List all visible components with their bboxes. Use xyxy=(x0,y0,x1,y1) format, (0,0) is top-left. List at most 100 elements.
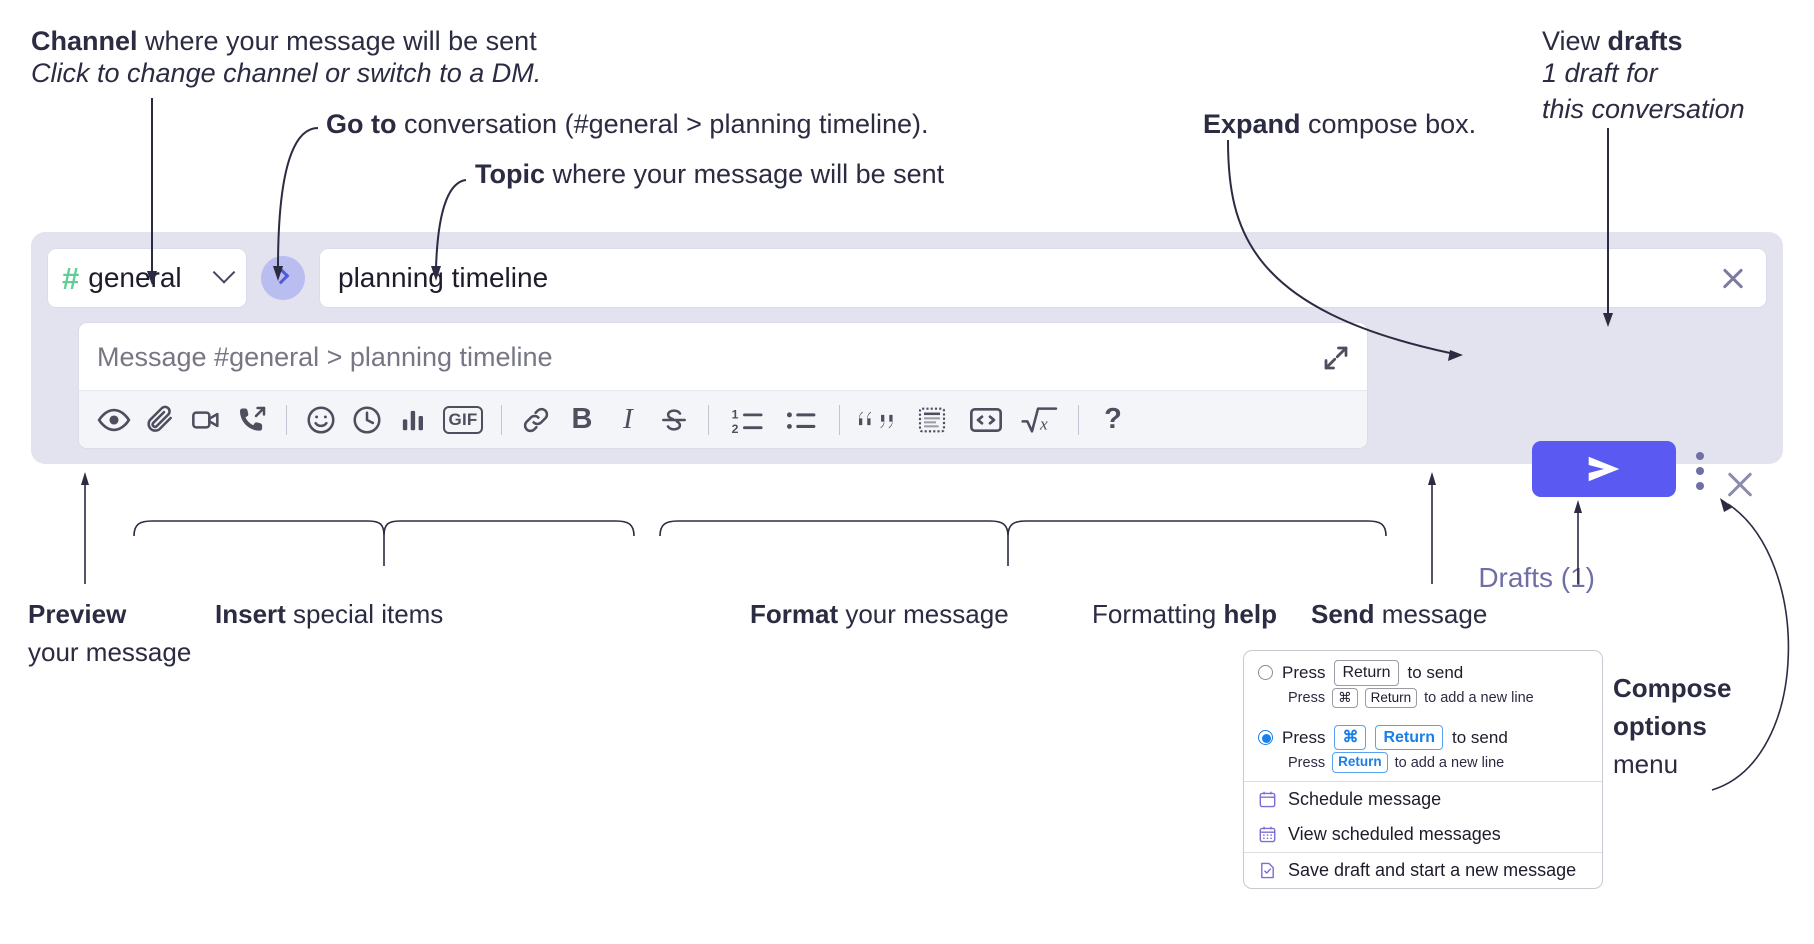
calendar-grid-icon xyxy=(1258,825,1277,844)
annotation-drafts-sub1: 1 draft for xyxy=(1542,56,1658,91)
annotation-channel-sub: Click to change channel or switch to a D… xyxy=(31,56,541,91)
menu-item-save-draft[interactable]: Save draft and start a new message xyxy=(1244,853,1602,888)
document-check-icon xyxy=(1258,861,1277,880)
topic-clear-icon[interactable] xyxy=(1718,263,1748,293)
option1-sub-key-cmd: ⌘ xyxy=(1332,687,1358,708)
separator-5 xyxy=(1078,404,1079,435)
annotation-drafts-plain: View xyxy=(1542,26,1608,56)
annotation-compose-options-2: options xyxy=(1613,710,1707,743)
poll-bar-chart-icon[interactable] xyxy=(390,397,436,443)
annotation-drafts-sub2: this conversation xyxy=(1542,92,1745,127)
code-block-icon[interactable] xyxy=(905,397,959,443)
svg-text:1: 1 xyxy=(732,407,739,421)
brace-insert xyxy=(133,520,635,537)
annotation-compose-options-bold1: Compose xyxy=(1613,673,1732,703)
compose-options-menu: Press Return to send Press ⌘ Return to a… xyxy=(1243,650,1603,889)
option2-post: to send xyxy=(1452,727,1508,747)
send-button[interactable] xyxy=(1532,441,1676,497)
option1-sub-pre: Press xyxy=(1288,689,1326,706)
drafts-link[interactable]: Drafts (1) xyxy=(1478,562,1595,593)
gif-label: GIF xyxy=(442,405,484,434)
annotation-channel-bold: Channel xyxy=(31,26,138,56)
emoji-icon[interactable] xyxy=(298,397,344,443)
option1-sub-post: to add a new line xyxy=(1424,689,1534,706)
annotation-goto-bold: Go to xyxy=(326,109,397,139)
separator-3 xyxy=(708,404,709,435)
menu-item-schedule-message[interactable]: Schedule message xyxy=(1244,782,1602,817)
annotation-channel-rest: where your message will be sent xyxy=(137,26,537,56)
send-paper-plane-icon xyxy=(1588,456,1620,482)
annotation-send-bold: Send xyxy=(1311,599,1375,629)
goto-conversation-button[interactable] xyxy=(261,256,305,300)
annotation-topic-bold: Topic xyxy=(475,159,545,189)
option2-sub-post: to add a new line xyxy=(1394,754,1505,771)
italic-icon[interactable]: I xyxy=(605,397,651,443)
separator-2 xyxy=(501,404,502,435)
calendar-icon xyxy=(1258,790,1277,809)
annotation-drafts-italic1: 1 draft for xyxy=(1542,58,1658,88)
more-vertical-dot-1 xyxy=(1696,452,1704,460)
option1-sub-key-return: Return xyxy=(1364,687,1418,708)
close-icon[interactable] xyxy=(1723,468,1757,502)
compose-options-button[interactable] xyxy=(1696,452,1706,497)
topic-field[interactable]: planning timeline xyxy=(319,248,1767,308)
menu-radio-option-1[interactable]: Press Return to send xyxy=(1244,651,1602,688)
annotation-compose-options-3: menu xyxy=(1613,748,1678,781)
option2-key-cmd: ⌘ xyxy=(1334,724,1367,751)
formatting-toolbar: GIF B I 1 2 xyxy=(79,390,1367,448)
annotation-expand: Expand compose box. xyxy=(1203,107,1476,142)
option2-pre: Press xyxy=(1282,727,1326,747)
annotation-drafts: View drafts xyxy=(1542,24,1683,59)
annotation-preview-bold: Preview xyxy=(28,599,127,629)
preview-icon[interactable] xyxy=(91,397,137,443)
menu-radio-option-2[interactable]: Press ⌘ Return to send xyxy=(1244,716,1602,753)
chevron-right-icon xyxy=(272,267,290,285)
menu-item-label: View scheduled messages xyxy=(1288,823,1501,844)
expand-diagonal-icon[interactable] xyxy=(1321,343,1351,373)
topic-value: planning timeline xyxy=(338,262,549,293)
compose-header-row: # general planning timeline xyxy=(47,248,1767,308)
annotation-preview: Preview xyxy=(28,598,126,631)
strikethrough-icon[interactable] xyxy=(651,397,697,443)
menu-divider-1 xyxy=(1244,780,1602,782)
message-editor[interactable]: Message #general > planning timeline xyxy=(78,322,1368,449)
radio-unselected-icon[interactable] xyxy=(1258,665,1273,681)
inline-code-icon[interactable] xyxy=(959,397,1013,443)
annotation-insert: Insert special items xyxy=(215,598,443,631)
blockquote-icon[interactable] xyxy=(851,397,905,443)
clock-icon[interactable] xyxy=(344,397,390,443)
annotation-compose-options-rest: menu xyxy=(1613,749,1679,779)
svg-text:x: x xyxy=(1039,414,1048,433)
bold-icon[interactable]: B xyxy=(559,397,605,443)
annotation-drafts-bold: drafts xyxy=(1607,26,1683,56)
option2-sub-pre: Press xyxy=(1288,754,1326,771)
channel-selector[interactable]: # general xyxy=(47,248,247,308)
annotation-help: Formatting help xyxy=(1092,598,1277,631)
attachment-icon[interactable] xyxy=(137,397,183,443)
link-icon[interactable] xyxy=(513,397,559,443)
leader-compose-options xyxy=(1711,503,1790,791)
annotation-send: Send message xyxy=(1311,598,1487,631)
annotation-help-bold: help xyxy=(1223,599,1277,629)
option1-post: to send xyxy=(1407,662,1464,682)
message-placeholder: Message #general > planning timeline xyxy=(97,342,553,372)
formatting-help-icon[interactable]: ? xyxy=(1090,397,1136,443)
annotation-topic-rest: where your message will be sent xyxy=(545,159,945,189)
math-sqrt-icon[interactable]: x xyxy=(1013,397,1067,443)
huddle-call-icon[interactable] xyxy=(229,397,275,443)
gif-icon[interactable]: GIF xyxy=(436,397,490,443)
compose-panel: # general planning timeline Message #gen… xyxy=(31,232,1783,593)
ordered-list-icon[interactable]: 1 2 xyxy=(720,397,774,443)
video-icon[interactable] xyxy=(183,397,229,443)
annotation-channel: Channel where your message will be sent xyxy=(31,24,537,59)
hash-icon: # xyxy=(62,260,80,296)
channel-name: general xyxy=(88,262,182,293)
annotation-insert-rest: special items xyxy=(285,599,444,629)
annotation-topic: Topic where your message will be sent xyxy=(475,157,944,192)
menu-item-view-scheduled-messages[interactable]: View scheduled messages xyxy=(1244,817,1602,852)
radio-selected-icon[interactable] xyxy=(1258,730,1273,746)
annotation-compose-options-bold2: options xyxy=(1613,711,1707,741)
bulleted-list-icon[interactable] xyxy=(774,397,828,443)
annotation-format: Format your message xyxy=(750,598,1009,631)
